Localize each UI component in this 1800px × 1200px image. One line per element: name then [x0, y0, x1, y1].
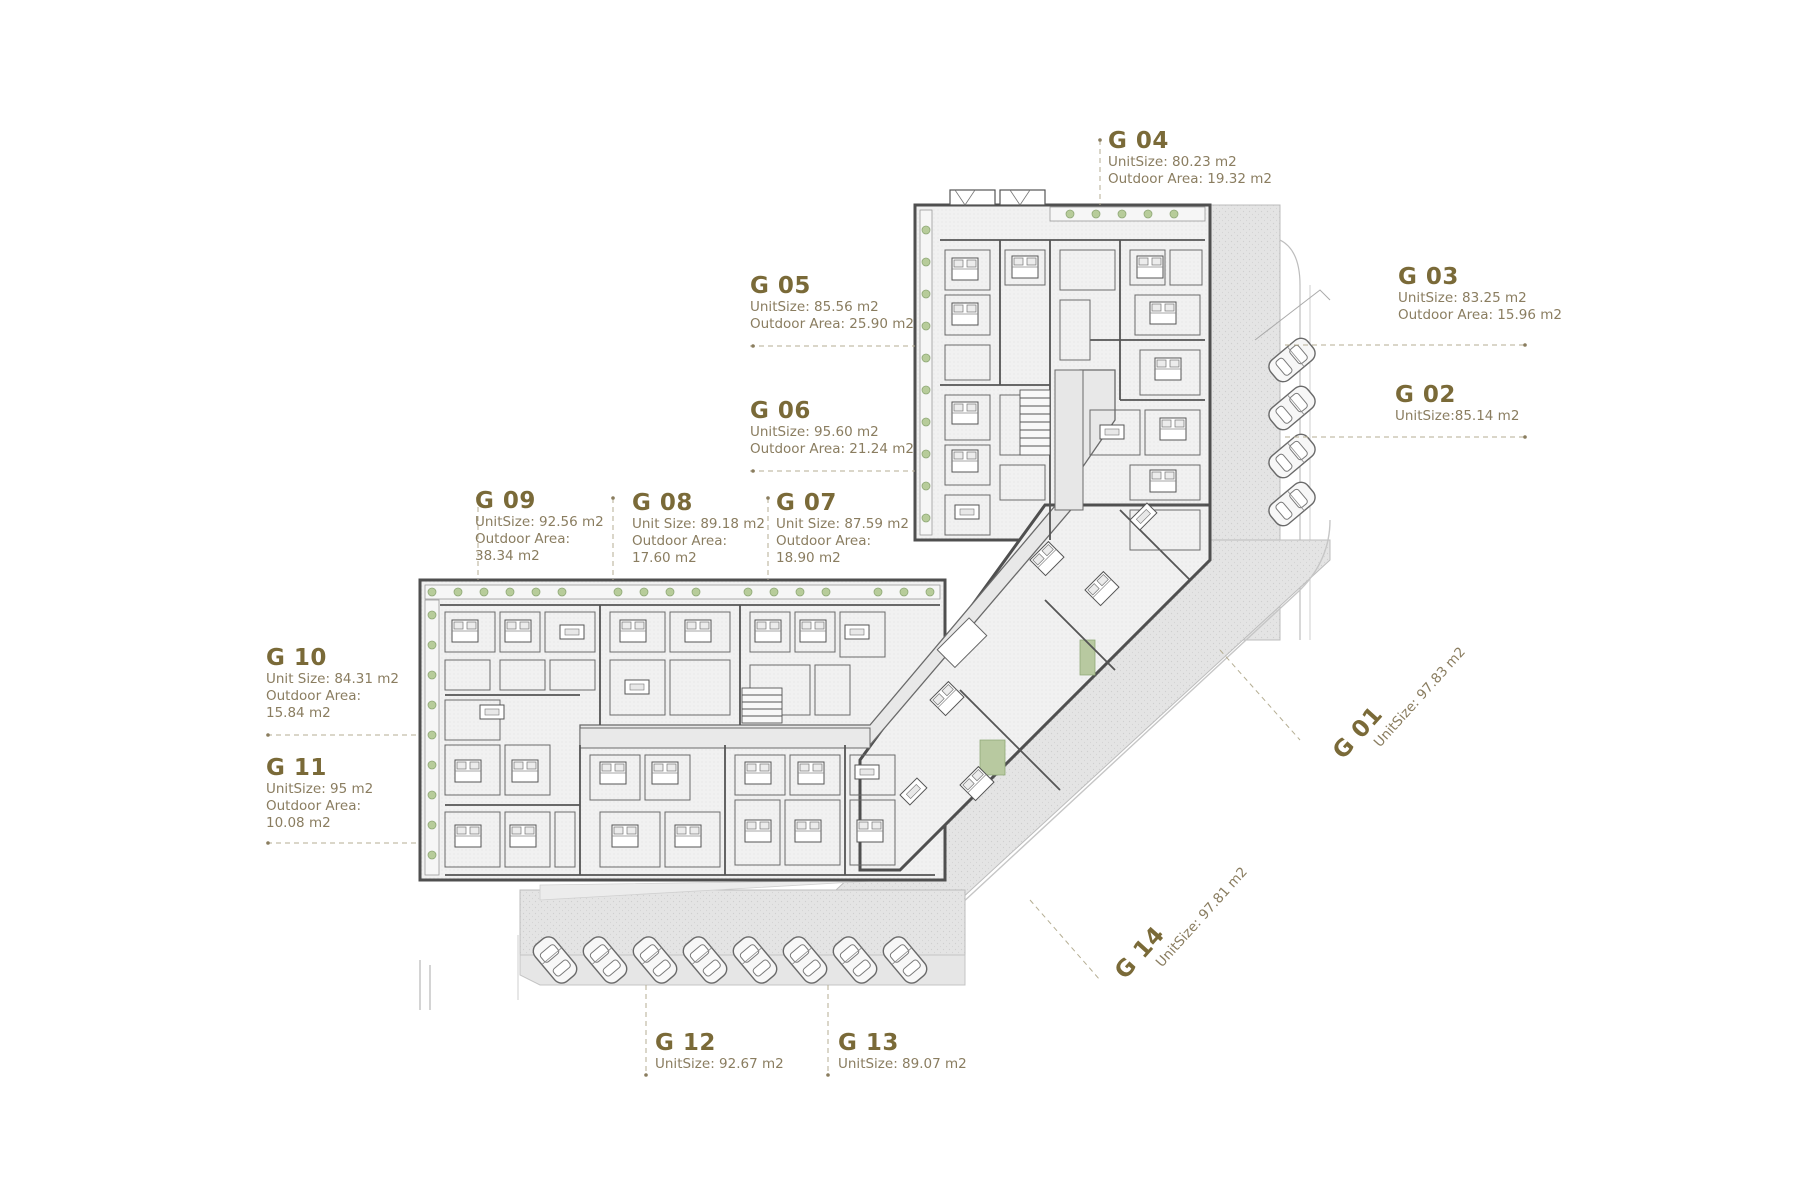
unit-label-g08: G 08 Unit Size: 89.18 m2 Outdoor Area: 1… — [632, 490, 765, 567]
unit-outdoor-area: Outdoor Area: 25.90 m2 — [750, 316, 914, 332]
unit-label-g12: G 12 UnitSize: 92.67 m2 — [655, 1030, 784, 1073]
unit-outdoor-value: 10.08 m2 — [266, 815, 331, 831]
unit-size: Unit Size: 84.31 m2 — [266, 671, 400, 687]
unit-label-g05: G 05 UnitSize: 85.56 m2 Outdoor Area: 25… — [750, 273, 914, 333]
unit-outdoor-area: Outdoor Area: — [266, 688, 362, 704]
unit-label-g07: G 07 Unit Size: 87.59 m2 Outdoor Area: 1… — [776, 490, 909, 567]
unit-label-g13: G 13 UnitSize: 89.07 m2 — [838, 1030, 967, 1073]
unit-outdoor-area: Outdoor Area: — [776, 533, 872, 549]
unit-outdoor-area: Outdoor Area: — [632, 533, 728, 549]
unit-outdoor-area: Outdoor Area: 19.32 m2 — [1108, 171, 1272, 187]
unit-label-g04: G 04 UnitSize: 80.23 m2 Outdoor Area: 19… — [1108, 128, 1272, 188]
unit-size: Unit Size: 89.18 m2 — [632, 516, 766, 532]
unit-size: Unit Size: 87.59 m2 — [776, 516, 910, 532]
unit-code: G 09 — [475, 488, 536, 514]
unit-size: UnitSize: 92.56 m2 — [475, 514, 604, 530]
unit-outdoor-value: 38.34 m2 — [475, 548, 540, 564]
unit-label-g02: G 02 UnitSize:85.14 m2 — [1395, 382, 1519, 425]
unit-code: G 07 — [776, 490, 837, 516]
unit-outdoor-area: Outdoor Area: — [266, 798, 362, 814]
unit-code: G 13 — [838, 1030, 899, 1056]
unit-outdoor-area: Outdoor Area: — [475, 531, 571, 547]
unit-label-g09: G 09 UnitSize: 92.56 m2 Outdoor Area: 38… — [475, 488, 604, 565]
unit-label-g11: G 11 UnitSize: 95 m2 Outdoor Area: 10.08… — [266, 755, 373, 832]
unit-code: G 06 — [750, 398, 811, 424]
unit-code: G 05 — [750, 273, 811, 299]
unit-outdoor-area: Outdoor Area: 21.24 m2 — [750, 441, 914, 457]
unit-size: UnitSize:85.14 m2 — [1395, 408, 1520, 424]
unit-label-g03: G 03 UnitSize: 83.25 m2 Outdoor Area: 15… — [1398, 264, 1562, 324]
unit-size: UnitSize: 95 m2 — [266, 781, 374, 797]
unit-code: G 02 — [1395, 382, 1456, 408]
unit-size: UnitSize: 95.60 m2 — [750, 424, 879, 440]
unit-size: UnitSize: 85.56 m2 — [750, 299, 879, 315]
unit-size: UnitSize: 89.07 m2 — [838, 1056, 967, 1072]
unit-outdoor-value: 18.90 m2 — [776, 550, 841, 566]
unit-size: UnitSize: 92.67 m2 — [655, 1056, 784, 1072]
unit-label-g10: G 10 Unit Size: 84.31 m2 Outdoor Area: 1… — [266, 645, 399, 722]
unit-code: G 10 — [266, 645, 327, 671]
unit-size: UnitSize: 80.23 m2 — [1108, 154, 1237, 170]
unit-code: G 04 — [1108, 128, 1169, 154]
unit-code: G 12 — [655, 1030, 716, 1056]
unit-code: G 11 — [266, 755, 327, 781]
unit-outdoor-area: Outdoor Area: 15.96 m2 — [1398, 307, 1562, 323]
unit-outdoor-value: 17.60 m2 — [632, 550, 697, 566]
unit-code: G 03 — [1398, 264, 1459, 290]
unit-size: UnitSize: 83.25 m2 — [1398, 290, 1527, 306]
unit-outdoor-value: 15.84 m2 — [266, 705, 331, 721]
unit-label-g06: G 06 UnitSize: 95.60 m2 Outdoor Area: 21… — [750, 398, 914, 458]
unit-code: G 08 — [632, 490, 693, 516]
